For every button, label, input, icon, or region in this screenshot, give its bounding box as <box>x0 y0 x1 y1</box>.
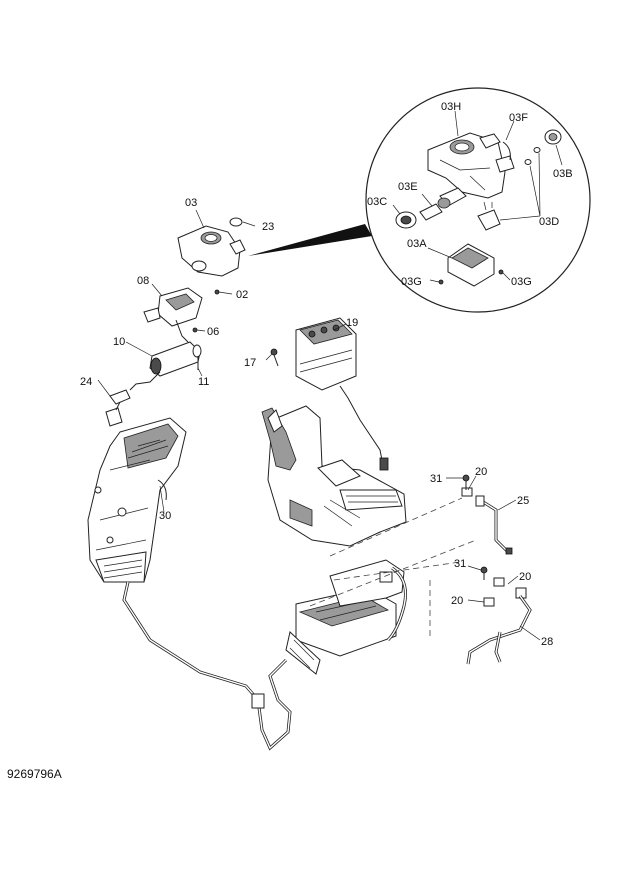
harness-25 <box>461 487 513 555</box>
callout-25: 25 <box>517 495 529 507</box>
switch-08 <box>143 287 203 343</box>
main-harness <box>122 581 292 751</box>
detail-callout-labels: 03H 03F 03B 03E 03C 03D 03A 03G 03G <box>367 101 573 288</box>
callout-03H: 03H <box>441 101 461 113</box>
right-console <box>261 405 407 547</box>
screw-03G-left <box>438 279 444 285</box>
joystick-19 <box>295 317 389 471</box>
callout-08: 08 <box>137 275 149 287</box>
document-number: 9269796A <box>7 767 62 781</box>
cap-03B <box>544 129 562 145</box>
callout-labels: 03 23 02 08 06 10 11 24 30 17 19 31 20 2… <box>80 197 553 648</box>
lever-switch-10 <box>129 341 202 391</box>
callout-11: 11 <box>198 376 209 388</box>
callout-20c: 20 <box>451 595 463 607</box>
callout-02: 02 <box>236 289 248 301</box>
callout-03E: 03E <box>398 181 418 193</box>
callout-19: 19 <box>346 317 358 329</box>
callout-03D: 03D <box>539 216 559 228</box>
button-03C <box>395 211 417 229</box>
switch-block-03A <box>447 243 495 287</box>
screw-03G-right <box>498 269 504 275</box>
callout-03G-left: 03G <box>401 276 422 288</box>
callout-03A: 03A <box>407 238 427 250</box>
callout-23: 23 <box>262 221 274 233</box>
washer-03D-a <box>524 159 532 165</box>
callout-28: 28 <box>541 636 553 648</box>
ring-23 <box>229 217 243 227</box>
washer-03D-b <box>533 147 541 153</box>
callout-03C: 03C <box>367 196 387 208</box>
connector-24 <box>105 389 131 427</box>
knob-03E <box>419 187 467 221</box>
detail-leaders <box>392 110 563 283</box>
switch-03D <box>477 201 501 231</box>
callout-06: 06 <box>207 326 219 338</box>
detail-circle <box>365 87 591 313</box>
detail-pointer <box>248 224 372 256</box>
detail-view <box>248 87 591 313</box>
callout-03: 03 <box>185 197 197 209</box>
callout-31a: 31 <box>430 473 442 485</box>
callout-03B: 03B <box>553 168 573 180</box>
callout-03G-right: 03G <box>511 276 532 288</box>
reference-lines <box>309 497 477 638</box>
left-console-30 <box>87 417 187 583</box>
bolt-17 <box>270 348 279 367</box>
screw-06 <box>192 327 198 333</box>
screw-31b <box>480 566 488 580</box>
callout-30: 30 <box>159 510 171 522</box>
leader-lines <box>97 209 541 641</box>
grip-assembly-03 <box>177 225 246 277</box>
callout-03F: 03F <box>509 112 528 124</box>
callout-17: 17 <box>244 357 256 369</box>
grip-housing-03H <box>427 132 515 199</box>
callout-24: 24 <box>80 376 92 388</box>
screw-02 <box>214 289 220 295</box>
callout-31b: 31 <box>454 558 466 570</box>
harness-28 <box>466 577 532 665</box>
callout-20b: 20 <box>519 571 531 583</box>
clip-03F <box>502 141 511 161</box>
callout-20a: 20 <box>475 466 487 478</box>
control-box <box>285 559 407 675</box>
callout-10: 10 <box>113 336 125 348</box>
